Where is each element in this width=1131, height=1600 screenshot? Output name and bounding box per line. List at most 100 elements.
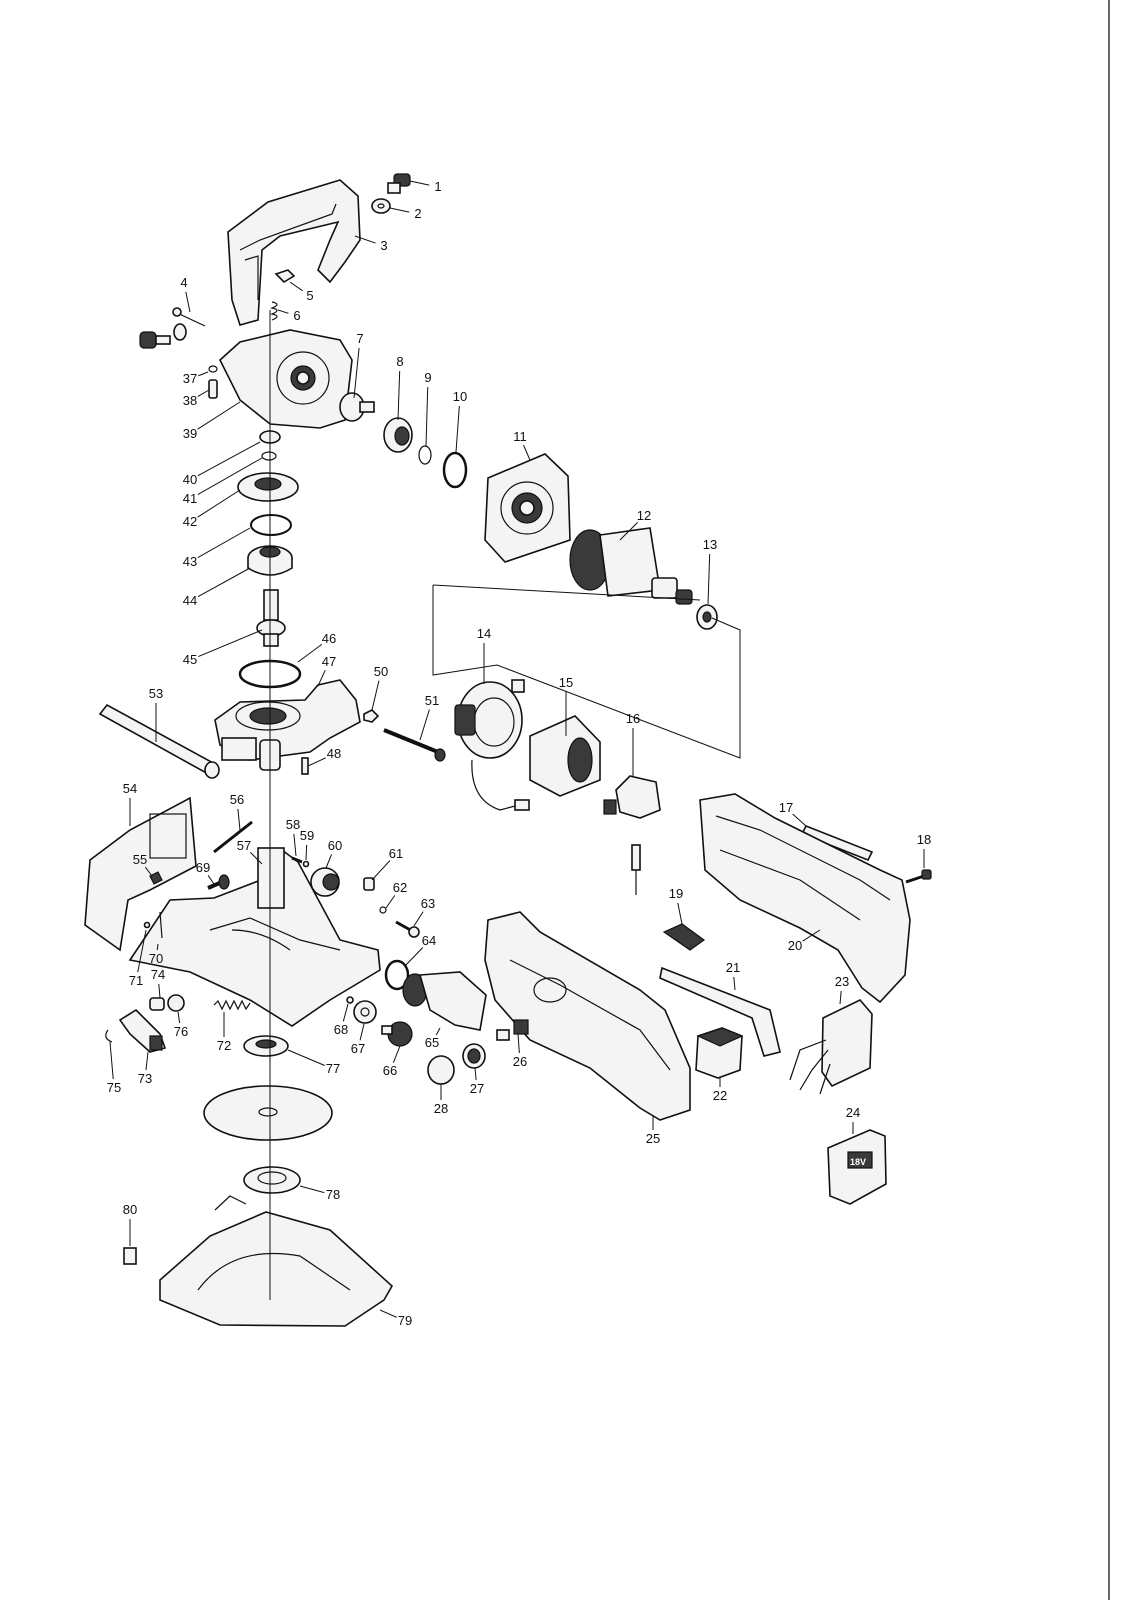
leader-line-68	[342, 1003, 349, 1022]
part-label-21: 21	[726, 960, 740, 975]
part-54-fence	[84, 796, 197, 952]
leader-line-46	[297, 643, 323, 663]
part-label-80: 80	[123, 1202, 137, 1217]
part-80-ring	[379, 906, 387, 914]
leader-line-2	[389, 207, 410, 213]
part-label-74: 74	[151, 967, 165, 982]
part-label-77: 77	[326, 1061, 340, 1076]
part-43-retaining-ring	[250, 514, 292, 536]
part-label-63: 63	[421, 896, 435, 911]
part-4-bolt	[139, 307, 206, 349]
part-label-16: 16	[626, 711, 640, 726]
part-50-nut	[363, 709, 380, 723]
leader-line-50	[371, 680, 380, 711]
part-68-bolt	[207, 874, 230, 890]
part-label-55: 55	[133, 852, 147, 867]
part-label-72: 72	[217, 1038, 231, 1053]
part-72-lever	[118, 1008, 167, 1053]
part-label-78: 78	[326, 1187, 340, 1202]
part-label-28: 28	[434, 1101, 448, 1116]
part-7-pinion	[339, 392, 375, 422]
part-41-clip	[261, 451, 277, 461]
part-label-43: 43	[183, 554, 197, 569]
leader-line-66	[392, 1045, 401, 1063]
leader-line-13	[707, 553, 711, 605]
part-12-armature	[569, 527, 693, 605]
part-42-spiral-bevel-gear	[237, 472, 299, 502]
part-label-41: 41	[183, 491, 197, 506]
leader-line-78	[299, 1185, 325, 1194]
part-18-screw	[905, 869, 932, 884]
part-label-70: 70	[149, 951, 163, 966]
part-51-screw	[383, 728, 446, 762]
leader-line-42	[197, 489, 241, 518]
leader-line-61	[371, 860, 391, 881]
part-label-25: 25	[646, 1131, 660, 1146]
part-75-washer	[167, 994, 185, 1012]
part-label-18: 18	[917, 832, 931, 847]
part-74-clip	[105, 1029, 113, 1043]
part-label-53: 53	[149, 686, 163, 701]
part-37-ring	[208, 365, 218, 373]
part-label-9: 9	[424, 370, 431, 385]
part-label-57: 57	[237, 838, 251, 853]
leader-line-76	[177, 1011, 181, 1024]
leader-line-65	[435, 1027, 441, 1036]
leader-line-47	[317, 669, 326, 687]
part-label-27: 27	[470, 1081, 484, 1096]
part-25-motor-housing	[484, 911, 691, 1121]
part-label-40: 40	[183, 472, 197, 487]
part-58-spring	[291, 856, 303, 864]
part-label-75: 75	[107, 1080, 121, 1095]
part-label-46: 46	[322, 631, 336, 646]
part-22-switch	[695, 1027, 744, 1079]
part-label-68: 68	[334, 1022, 348, 1037]
part-1-bolt	[387, 173, 411, 194]
part-76-flange	[243, 1035, 289, 1057]
leader-line-21	[733, 976, 736, 991]
leader-line-69	[207, 875, 215, 885]
part-38-pin	[208, 379, 218, 399]
part-label-61: 61	[389, 846, 403, 861]
part-19-switch-lever	[662, 923, 706, 951]
part-6-spring	[269, 301, 278, 321]
leader-line-58	[293, 833, 297, 857]
part-78-base-plate	[159, 1195, 394, 1327]
part-label-69: 69	[196, 860, 210, 875]
leader-line-75	[109, 1041, 114, 1080]
leader-line-40	[197, 441, 261, 477]
part-label-59: 59	[300, 828, 314, 843]
part-label-60: 60	[328, 838, 342, 853]
part-9-ring	[418, 445, 432, 465]
part-65-knob	[381, 1021, 413, 1047]
leader-line-10	[455, 405, 460, 453]
part-label-22: 22	[713, 1088, 727, 1103]
part-label-51: 51	[425, 693, 439, 708]
part-label-42: 42	[183, 514, 197, 529]
leader-line-17	[792, 813, 807, 827]
part-67-ball	[346, 996, 354, 1004]
part-label-58: 58	[286, 817, 300, 832]
part-label-37: 37	[183, 371, 197, 386]
part-label-39: 39	[183, 426, 197, 441]
part-label-76: 76	[174, 1024, 188, 1039]
leader-line-51	[419, 709, 430, 741]
part-label-38: 38	[183, 393, 197, 408]
part-label-6: 6	[293, 308, 300, 323]
part-28-brush-cap	[427, 1055, 455, 1085]
part-label-65: 65	[425, 1035, 439, 1050]
leader-line-11	[523, 445, 531, 461]
part-3-handle	[227, 179, 361, 326]
leader-line-6	[277, 309, 289, 314]
part-label-7: 7	[356, 331, 363, 346]
part-53-rod	[98, 703, 220, 779]
leader-line-62	[385, 895, 396, 909]
cutter-blade	[203, 1085, 333, 1141]
leader-line-44	[197, 567, 251, 598]
part-label-50: 50	[374, 664, 388, 679]
part-21-switch-link	[659, 966, 781, 1057]
leader-line-3	[354, 235, 376, 244]
leader-line-37	[198, 371, 209, 377]
battery-mark: 18V	[850, 1157, 866, 1167]
